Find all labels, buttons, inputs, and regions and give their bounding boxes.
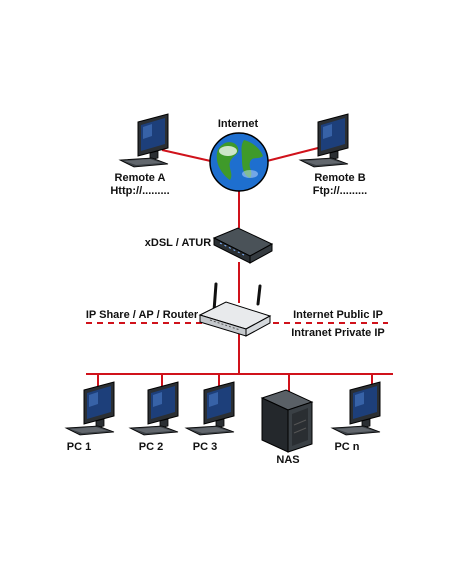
remote-a-computer-icon <box>119 113 169 168</box>
internet-globe-icon <box>209 132 269 192</box>
remote-a-name: Remote A <box>115 172 166 184</box>
nas-server-icon <box>260 389 314 453</box>
internet-label: Internet <box>218 118 259 130</box>
pc2-computer-icon <box>129 381 179 436</box>
pcn-computer-icon <box>331 381 381 436</box>
pc3-computer-icon <box>185 381 235 436</box>
pc2-label: PC 2 <box>139 441 163 453</box>
remote-b-computer-icon <box>299 113 349 168</box>
links <box>86 147 393 394</box>
link-remote-a-internet <box>161 149 216 163</box>
link-remote-b-internet <box>262 147 319 163</box>
modem-icon <box>212 227 274 264</box>
router-icon <box>198 282 272 337</box>
pc1-label: PC 1 <box>67 441 91 453</box>
remote-a-protocol: Http://......... <box>110 185 169 197</box>
modem-label: xDSL / ATUR <box>145 237 211 249</box>
private-ip-label: Intranet Private IP <box>291 327 385 339</box>
pcn-label: PC n <box>334 441 359 453</box>
remote-b-name: Remote B <box>314 172 365 184</box>
pc1-computer-icon <box>65 381 115 436</box>
remote-b-protocol: Ftp://......... <box>313 185 367 197</box>
public-ip-label: Internet Public IP <box>293 309 383 321</box>
router-label: IP Share / AP / Router <box>86 309 199 321</box>
nas-label: NAS <box>276 454 299 466</box>
pc3-label: PC 3 <box>193 441 217 453</box>
